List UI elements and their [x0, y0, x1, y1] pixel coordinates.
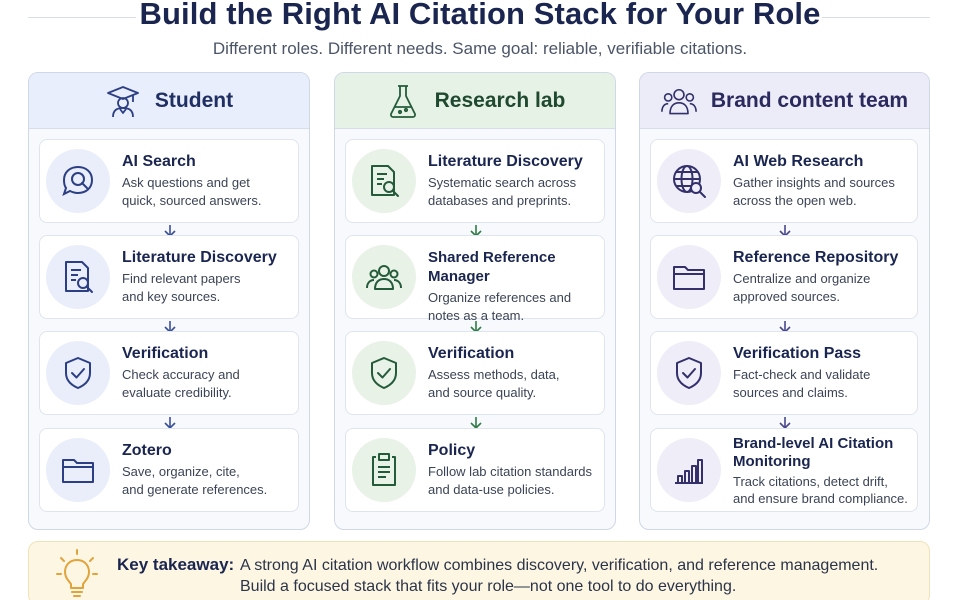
page-header: Build the Right AI Citation Stack for Yo… [0, 0, 960, 32]
card-title: Verification [428, 345, 515, 362]
shield-check-icon [657, 341, 721, 405]
folder-icon [46, 438, 110, 502]
bar-chart-icon [657, 438, 721, 502]
card-description-line: Centralize and organize [733, 271, 871, 286]
step-card-ai-web-research[interactable]: AI Web Research Gather insights and sour… [650, 139, 918, 223]
card-description-line: Fact-check and validate [733, 367, 871, 382]
card-title: Verification [122, 345, 209, 362]
flask-icon [385, 83, 421, 119]
step-card-brand-citation-monitoring[interactable]: Brand-level AI Citation Monitoring Track… [650, 428, 918, 512]
step-card-zotero[interactable]: Zotero Save, organize, cite, and generat… [39, 428, 299, 512]
chat-search-icon [46, 149, 110, 213]
card-title: Zotero [122, 442, 172, 459]
card-description-line: Check accuracy and [122, 367, 240, 382]
card-description-line: Gather insights and sources [733, 175, 895, 190]
step-card-verification-pass[interactable]: Verification Pass Fact-check and validat… [650, 331, 918, 415]
page-subtitle: Different roles. Different needs. Same g… [212, 39, 748, 58]
column-header: Brand content team [640, 73, 929, 129]
card-description-line: and key sources. [122, 289, 221, 304]
column-title: Research lab [434, 88, 566, 112]
page-title: Build the Right AI Citation Stack for Yo… [139, 0, 821, 31]
people-group-icon [660, 83, 697, 119]
column-brand-content-team: Brand content team AI Web Research Gathe… [639, 72, 930, 530]
shield-check-icon [352, 341, 416, 405]
step-card-reference-repository[interactable]: Reference Repository Centralize and orga… [650, 235, 918, 319]
step-card-policy[interactable]: Policy Follow lab citation standards and… [345, 428, 605, 512]
lightbulb-icon [55, 548, 99, 600]
takeaway-line: Build a focused stack that fits your rol… [240, 578, 737, 595]
column-title: Brand content team [710, 88, 909, 112]
card-description-line: Organize references and [428, 290, 572, 305]
title-divider-left [28, 17, 136, 18]
card-title: AI Web Research [733, 153, 864, 170]
column-header: Student [29, 73, 309, 129]
card-description-line: notes as a team. [428, 308, 525, 323]
card-description-line: Track citations, detect drift, [733, 474, 888, 489]
step-card-shared-reference-manager[interactable]: Shared Reference Manager Organize refere… [345, 235, 605, 323]
shield-check-icon [46, 341, 110, 405]
card-description-line: evaluate credibility. [122, 385, 232, 400]
column-title: Student [154, 88, 234, 112]
step-card-literature-discovery[interactable]: Literature Discovery Find relevant paper… [39, 235, 299, 319]
card-title-line: Monitoring [733, 453, 811, 470]
card-description-line: and generate references. [122, 482, 268, 497]
title-divider-right [822, 17, 930, 18]
card-description-line: approved sources. [733, 289, 840, 304]
card-description-line: sources and claims. [733, 385, 848, 400]
card-title: Verification Pass [733, 345, 862, 362]
column-research-lab: Research lab Literature Discovery System… [334, 72, 616, 530]
step-card-ai-search[interactable]: AI Search Ask questions and get quick, s… [39, 139, 299, 223]
step-card-verification[interactable]: Verification Assess methods, data, and s… [345, 331, 605, 415]
graduate-icon [105, 83, 141, 119]
card-title: AI Search [122, 153, 196, 170]
card-description-line: Systematic search across [428, 175, 577, 190]
step-card-verification[interactable]: Verification Check accuracy and evaluate… [39, 331, 299, 415]
card-description-line: quick, sourced answers. [122, 193, 262, 208]
column-student: Student AI Search Ask questions and get … [28, 72, 310, 530]
card-title: Reference Repository [733, 249, 899, 266]
card-description-line: and ensure brand compliance. [733, 491, 908, 506]
card-title: Shared Reference Manager [428, 249, 556, 285]
team-icon [352, 245, 416, 309]
card-description-line: across the open web. [733, 193, 857, 208]
card-description-line: databases and preprints. [428, 193, 572, 208]
globe-search-icon [657, 149, 721, 213]
card-description-line: Follow lab citation standards [428, 464, 593, 479]
takeaway-text: A strong AI citation workflow combines d… [240, 555, 878, 597]
document-search-icon [352, 149, 416, 213]
key-takeaway-banner: Key takeaway: A strong AI citation workf… [28, 541, 930, 600]
card-title: Literature Discovery [122, 249, 277, 266]
folder-icon [657, 245, 721, 309]
card-description-line: and source quality. [428, 385, 537, 400]
card-title: Literature Discovery [428, 153, 583, 170]
column-header: Research lab [335, 73, 615, 129]
takeaway-line: A strong AI citation workflow combines d… [240, 557, 879, 574]
card-description-line: Find relevant papers [122, 271, 241, 286]
document-search-icon [46, 245, 110, 309]
card-description-line: and data-use policies. [428, 482, 555, 497]
card-title-line: Brand-level AI Citation [733, 435, 894, 452]
card-description-line: Ask questions and get [122, 175, 250, 190]
card-description-line: Assess methods, data, [428, 367, 560, 382]
clipboard-icon [352, 438, 416, 502]
takeaway-label: Key takeaway: [117, 555, 235, 574]
card-description-line: Save, organize, cite, [122, 464, 240, 479]
step-card-literature-discovery[interactable]: Literature Discovery Systematic search a… [345, 139, 605, 223]
card-title: Policy [428, 442, 476, 459]
